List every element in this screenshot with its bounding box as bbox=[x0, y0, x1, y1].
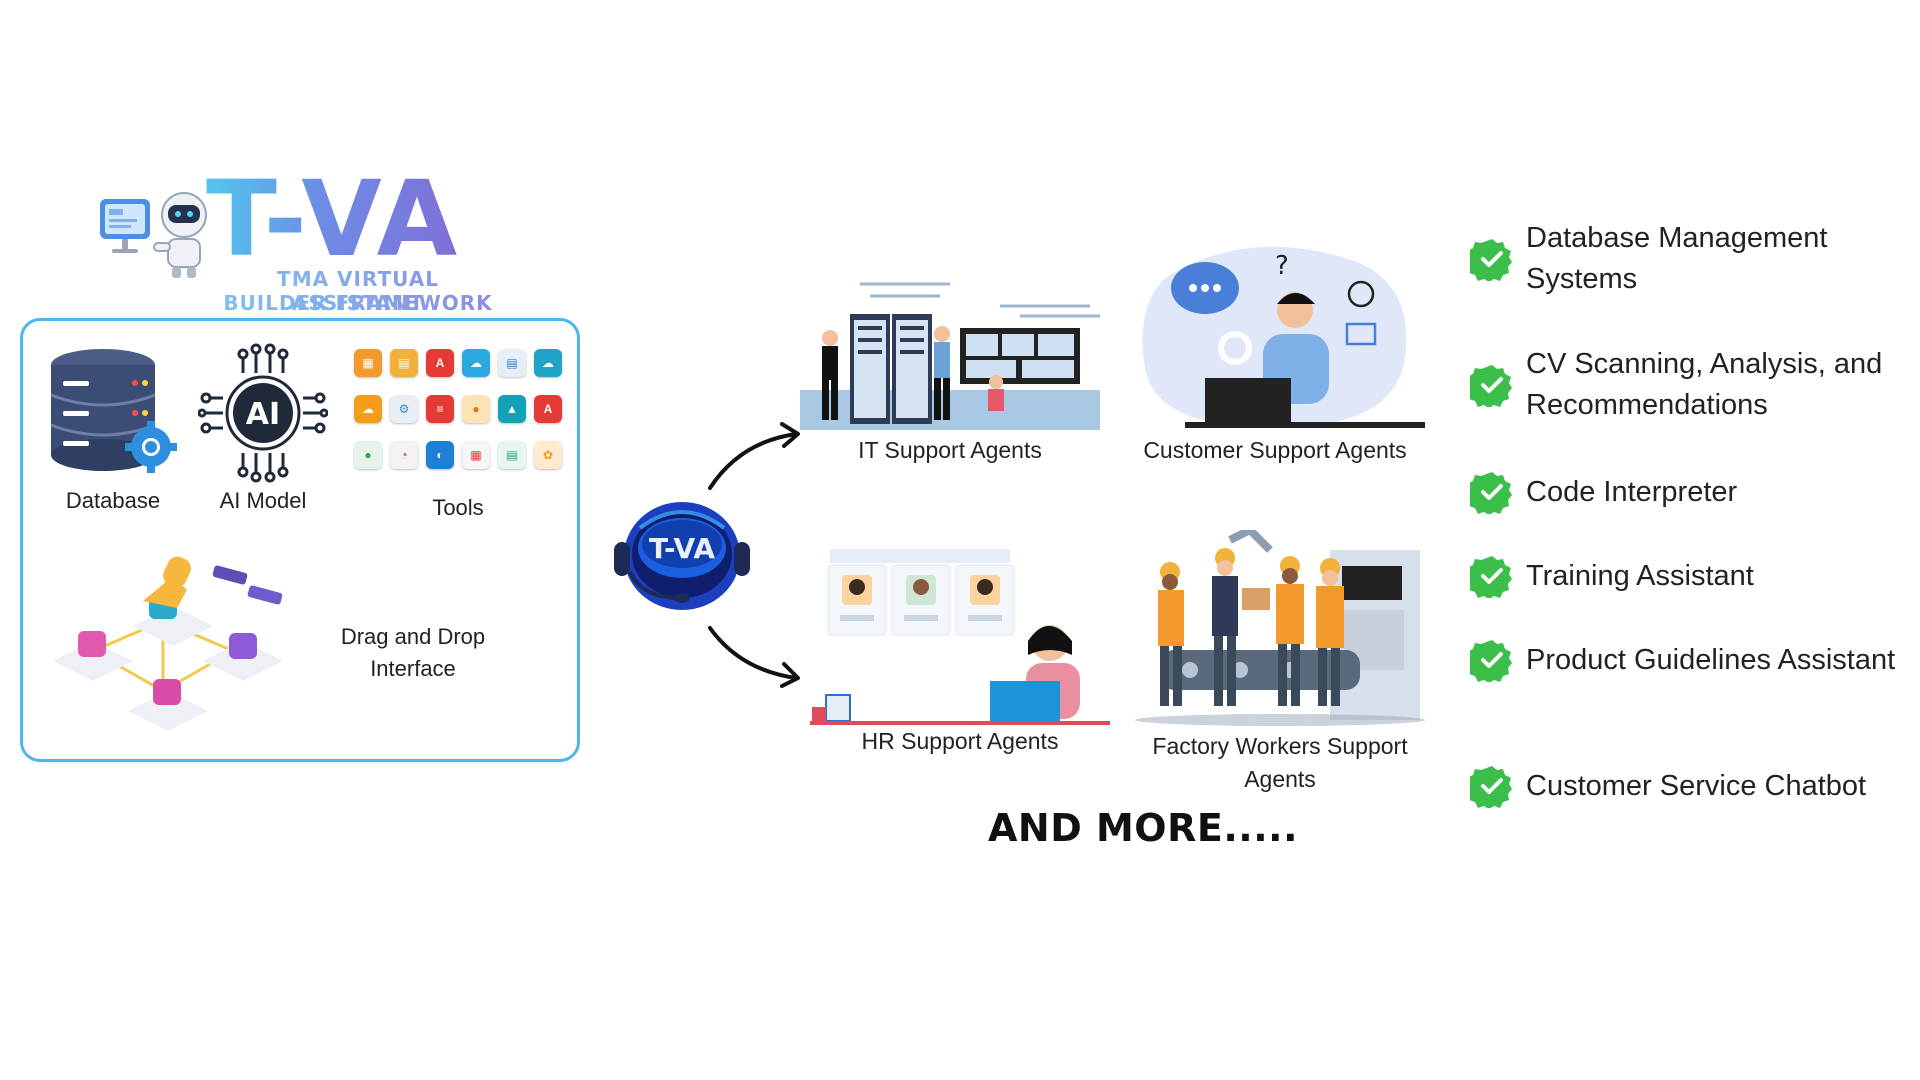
check-badge-icon bbox=[1470, 766, 1512, 808]
factory-workers-illustration bbox=[1135, 530, 1425, 726]
acrobat-icon: A bbox=[426, 349, 454, 377]
ai-badge-text: AI bbox=[246, 397, 280, 432]
agent-label: Factory Workers Support Agents bbox=[1152, 733, 1408, 792]
hr-support-illustration bbox=[810, 549, 1110, 725]
feature-text: Product Guidelines Assistant bbox=[1526, 643, 1896, 676]
orange-cloud-icon: ☁ bbox=[354, 395, 382, 423]
ai-model-label: AI Model bbox=[219, 488, 307, 513]
chrome-icon: ◔ bbox=[390, 441, 418, 469]
tva-logo: T-VA TMA VIRTUAL ASSISTANT BUILDER FRAME… bbox=[98, 167, 518, 315]
logo-subtitle-line1: TMA VIRTUAL ASSISTANT bbox=[208, 267, 508, 315]
and-more-text: AND MORE..... bbox=[988, 806, 1298, 850]
feature-text: CV Scanning, Analysis, and Recommendatio… bbox=[1526, 348, 1883, 421]
check-badge-icon bbox=[1470, 239, 1512, 281]
acrobat-icon: A bbox=[534, 395, 562, 423]
check-badge-icon bbox=[1470, 472, 1512, 514]
feature-text: Training Assistant bbox=[1526, 559, 1754, 592]
arrow-up-right-icon bbox=[708, 422, 800, 490]
feature-item: CV Scanning, Analysis, and Recommendatio… bbox=[1470, 344, 1910, 426]
database-component: Database bbox=[43, 343, 183, 514]
tools-label: Tools bbox=[432, 495, 484, 520]
it-support-agent-card: IT Support Agents bbox=[800, 262, 1100, 467]
feature-text: Code Interpreter bbox=[1526, 475, 1738, 508]
onedrive-icon: ☁ bbox=[534, 349, 562, 377]
drag-and-drop-label: Drag and Drop Interface bbox=[340, 624, 486, 681]
map-pin-icon: ● bbox=[354, 441, 382, 469]
feature-item: Training Assistant bbox=[1470, 554, 1754, 598]
feature-item: Code Interpreter bbox=[1470, 470, 1737, 514]
database-icon bbox=[50, 349, 177, 473]
feature-text: Database Management Systems bbox=[1526, 222, 1828, 295]
customer-support-illustration: ? bbox=[1142, 246, 1425, 428]
framework-components-box: Database AI AI Mode bbox=[20, 318, 580, 762]
cloud-icon: ☁ bbox=[462, 349, 490, 377]
agent-label: IT Support Agents bbox=[858, 437, 1042, 463]
edge-icon: ◐ bbox=[426, 441, 454, 469]
calendar-icon: ▤ bbox=[498, 349, 526, 377]
it-support-illustration bbox=[800, 282, 1100, 430]
robot-mascot-icon bbox=[100, 192, 207, 278]
check-badge-icon bbox=[1470, 556, 1512, 598]
check-badge-icon bbox=[1470, 365, 1512, 407]
logo-subtitle-line2: BUILDER FRAMEWORK bbox=[208, 291, 508, 315]
bot-badge-text: T-VA bbox=[649, 532, 715, 565]
database-icon: ≡ bbox=[426, 395, 454, 423]
database-label: Database bbox=[65, 488, 161, 513]
drive-icon: ▲ bbox=[498, 395, 526, 423]
photos-icon: ✿ bbox=[534, 441, 562, 469]
agent-label: HR Support Agents bbox=[861, 728, 1059, 754]
tools-component: ▦ ▤ A ☁ ▤ ☁ ☁ ⚙ ≡ ● ▲ A ● ◔ ◐ ▦ ▤ ✿ Tool… bbox=[343, 343, 573, 521]
ai-model-component: AI AI Model bbox=[197, 343, 329, 514]
factory-workers-agent-card: Factory Workers Support Agents bbox=[1120, 530, 1440, 796]
svg-text:?: ? bbox=[1275, 251, 1289, 281]
ai-chip-icon: AI bbox=[197, 343, 329, 483]
drag-drop-illustration bbox=[53, 556, 283, 731]
hr-support-agent-card: HR Support Agents bbox=[810, 545, 1110, 758]
sheets-icon: ▤ bbox=[498, 441, 526, 469]
tva-headset-bot-icon: T-VA bbox=[614, 502, 750, 610]
gear-icon: ⚙ bbox=[390, 395, 418, 423]
feature-item: Database Management Systems bbox=[1470, 218, 1910, 300]
calendar-icon: ▦ bbox=[462, 441, 490, 469]
spreadsheet-icon: ▤ bbox=[390, 349, 418, 377]
maps-icon: ● bbox=[462, 395, 490, 423]
customer-support-agent-card: ? Customer Support Agents bbox=[1120, 238, 1430, 467]
feature-text: Customer Service Chatbot bbox=[1526, 769, 1867, 802]
feature-item: Product Guidelines Assistant bbox=[1470, 638, 1895, 682]
arrow-down-right-icon bbox=[708, 626, 800, 688]
calendar-icon: ▦ bbox=[354, 349, 382, 377]
feature-item: Customer Service Chatbot bbox=[1470, 764, 1866, 808]
check-badge-icon bbox=[1470, 640, 1512, 682]
tool-icon-grid: ▦ ▤ A ☁ ▤ ☁ ☁ ⚙ ≡ ● ▲ A ● ◔ ◐ ▦ ▤ ✿ bbox=[343, 349, 573, 469]
logo-title: T-VA bbox=[206, 158, 460, 280]
agent-label: Customer Support Agents bbox=[1143, 437, 1407, 463]
